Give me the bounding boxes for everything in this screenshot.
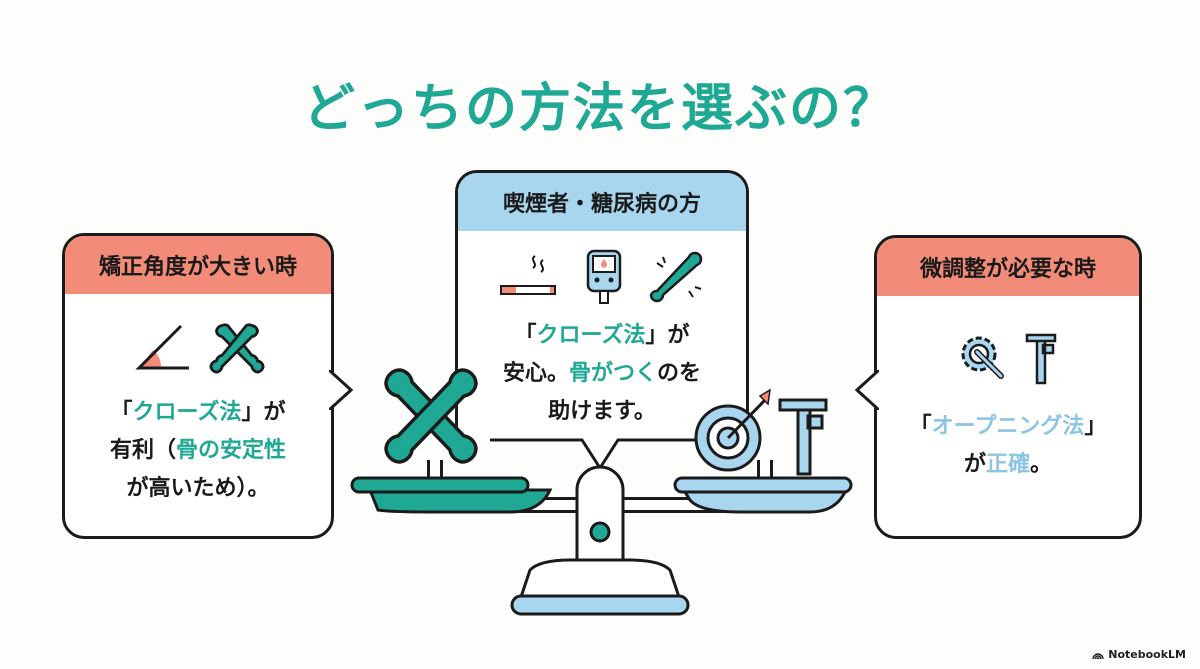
crossed-bones-icon	[209, 323, 265, 374]
brand-label: NotebookLM	[1108, 648, 1186, 661]
text: 有利（	[109, 438, 176, 463]
text: 」が	[645, 323, 690, 348]
highlight-bone-healing: 骨がつく	[568, 361, 657, 386]
left-card-tail	[329, 370, 353, 410]
text: 「	[514, 323, 537, 348]
balance-scale	[350, 368, 853, 616]
gear-wrench-icon	[961, 336, 1004, 379]
right-card-icons	[877, 330, 1139, 386]
text: 助けます。	[548, 399, 656, 424]
footer-brand: NotebookLM	[1092, 648, 1186, 661]
center-card-header: 喫煙者・糖尿病の方	[458, 173, 746, 231]
text: が高いため）。	[126, 476, 270, 501]
highlight-accurate: 正確	[985, 452, 1030, 477]
text: 」	[1084, 414, 1107, 439]
text: 「	[909, 414, 932, 439]
right-card-header: 微調整が必要な時	[877, 238, 1139, 296]
right-card-tail	[855, 370, 879, 410]
highlight-bone-stability: 骨の安定性	[176, 438, 287, 463]
caliper-icon	[778, 398, 828, 476]
glucose-meter-icon	[586, 249, 622, 304]
center-card-icons	[458, 247, 746, 307]
text: 「	[110, 400, 133, 425]
highlight-close-method: クローズ法	[132, 400, 242, 425]
left-card-icons	[65, 316, 331, 376]
page-title: どっちの方法を選ぶの？	[302, 79, 897, 139]
text: 」が	[241, 400, 286, 425]
left-card: 矯正角度が大きい時 「クローズ法」が 有利（骨の安定性 が高いため）。	[62, 233, 353, 539]
highlight-opening-method: オープニング法	[931, 414, 1085, 439]
crossed-bones-icon	[384, 368, 478, 464]
text: のを	[657, 361, 702, 386]
text: 。	[1030, 452, 1053, 477]
text: が	[963, 452, 986, 477]
caliper-icon	[1025, 333, 1057, 385]
left-card-text: 「クローズ法」が 有利（骨の安定性 が高いため）。	[65, 394, 331, 508]
right-card-text: 「オープニング法」 が正確。	[877, 408, 1139, 484]
center-card: 喫煙者・糖尿病の方 「クローズ法」が 安心。骨がつくのを 助けます。	[455, 170, 749, 443]
center-card-text: 「クローズ法」が 安心。骨がつくのを 助けます。	[458, 317, 746, 431]
left-card-header: 矯正角度が大きい時	[65, 236, 331, 294]
notebooklm-logo-icon	[1092, 652, 1104, 659]
highlight-close-method: クローズ法	[536, 323, 646, 348]
right-card: 微調整が必要な時 「オープニング法」 が正確。	[855, 235, 1142, 539]
target-icon	[694, 388, 771, 472]
cigarette-icon	[500, 255, 556, 295]
text: 安心。	[502, 361, 569, 386]
broken-bone-icon	[649, 251, 703, 303]
angle-icon	[135, 324, 189, 370]
